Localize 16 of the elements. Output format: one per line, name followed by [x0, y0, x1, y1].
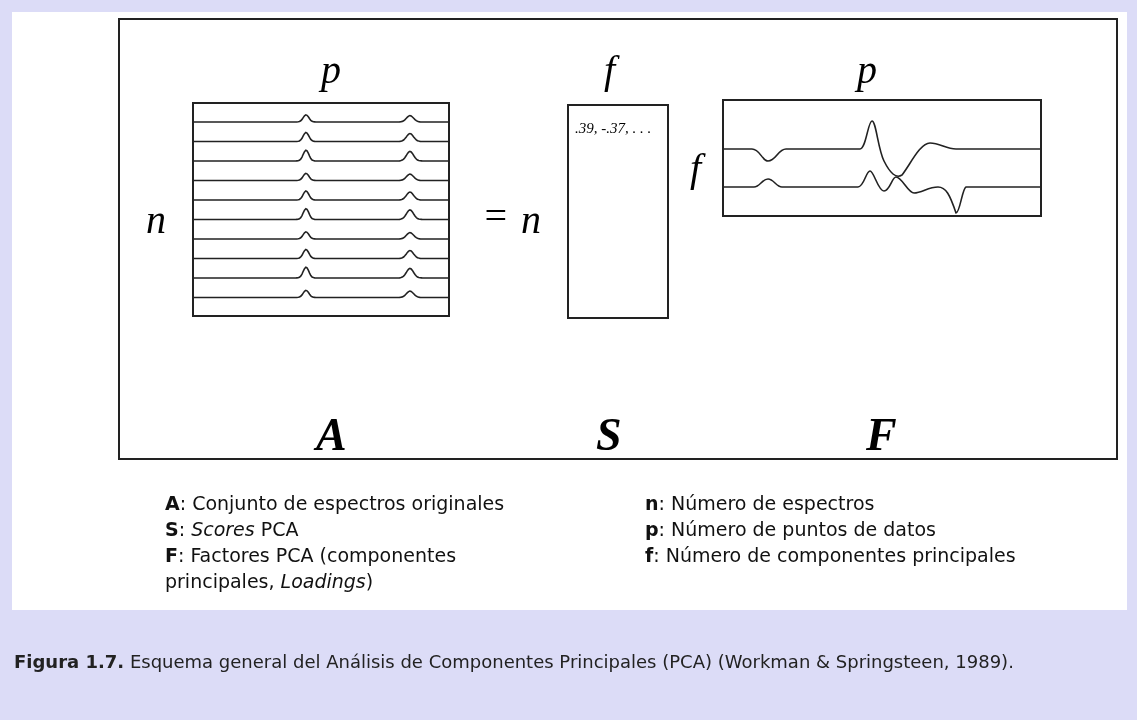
matrix-name: S: [596, 412, 622, 458]
equals-sign: =: [482, 196, 509, 236]
dimension-letter: n: [146, 200, 166, 240]
legend-entry: p: Número de puntos de datos: [645, 517, 936, 542]
matrix-values: .39, -.37, . . .: [575, 120, 652, 137]
legend-entry: S: Scores PCA: [165, 517, 299, 542]
legend-entry: f: Número de componentes principales: [645, 543, 1016, 568]
figure-frame: [118, 18, 1118, 460]
scores-matrix: [567, 104, 669, 319]
legend-entry: n: Número de espectros: [645, 491, 875, 516]
legend-entry: A: Conjunto de espectros originales: [165, 491, 505, 516]
figure-caption: Figura 1.7. Esquema general del Análisis de Componentes Principales (PCA) (Workman & Springsteen, 1989).: [14, 650, 1015, 674]
dimension-letter: n: [521, 200, 541, 240]
legend-entry: F: Factores PCA (componentes principales, Loadings): [165, 543, 458, 594]
matrix-name: F: [866, 412, 897, 458]
loadings-matrix: [722, 99, 1042, 217]
